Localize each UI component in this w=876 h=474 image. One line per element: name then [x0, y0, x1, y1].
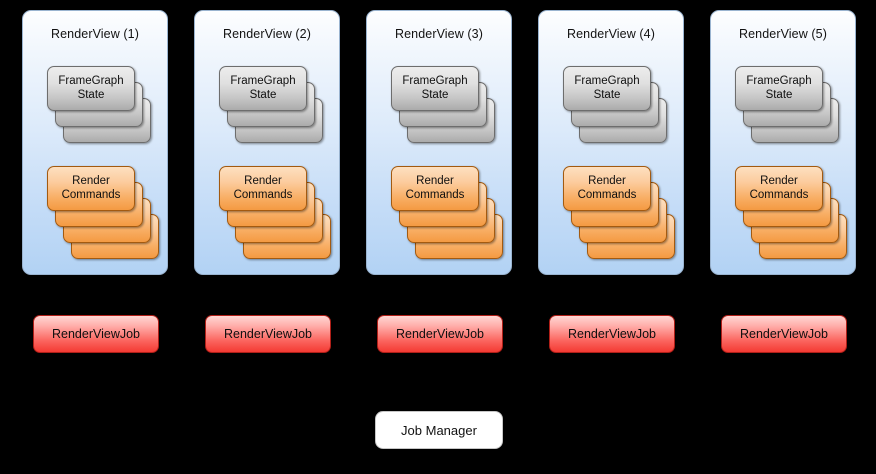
render-commands-card-label-line2: Commands: [405, 188, 465, 201]
render-commands-card-label-line2: Commands: [749, 188, 809, 201]
renderviewjob-button-2[interactable]: RenderViewJob: [205, 315, 331, 353]
renderviewjob-button-4[interactable]: RenderViewJob: [549, 315, 675, 353]
renderviewjob-label-1: RenderViewJob: [51, 327, 141, 341]
framegraph-state-card-label-line2: State: [421, 88, 449, 101]
framegraph-state-card-label-line1: FrameGraph: [230, 75, 296, 87]
framegraph-state-card-label-line2: State: [77, 88, 105, 101]
framegraph-state-card-label-line2: State: [249, 88, 277, 101]
render-commands-card-label-line1: Render: [588, 175, 626, 187]
render-commands-card-label-line1: Render: [72, 175, 110, 187]
renderview-title-3: RenderView (3): [394, 27, 483, 41]
render-commands-card-label-line2: Commands: [61, 188, 121, 201]
renderview-title-4: RenderView (4): [566, 27, 655, 41]
render-commands-card-label-line1: Render: [416, 175, 454, 187]
render-commands-card-label-line1: Render: [760, 175, 798, 187]
renderviewjob-button-1[interactable]: RenderViewJob: [33, 315, 159, 353]
framegraph-state-card-label-line1: FrameGraph: [574, 75, 640, 87]
renderviewjob-label-3: RenderViewJob: [395, 327, 485, 341]
renderviewjob-button-5[interactable]: RenderViewJob: [721, 315, 847, 353]
framegraph-state-card-label-line2: State: [593, 88, 621, 101]
job-manager-label: Job Manager: [401, 422, 477, 438]
framegraph-state-card-label-line1: FrameGraph: [746, 75, 812, 87]
framegraph-state-card-label-line2: State: [765, 88, 793, 101]
renderviewjob-label-4: RenderViewJob: [567, 327, 657, 341]
render-commands-card-label-line1: Render: [244, 175, 282, 187]
renderview-title-1: RenderView (1): [50, 27, 139, 41]
renderview-title-2: RenderView (2): [222, 27, 311, 41]
render-commands-card-label-line2: Commands: [577, 188, 637, 201]
framegraph-state-card-label-line1: FrameGraph: [58, 75, 124, 87]
render-commands-card-label-line2: Commands: [233, 188, 293, 201]
renderviewjob-label-5: RenderViewJob: [739, 327, 829, 341]
renderviewjob-button-3[interactable]: RenderViewJob: [377, 315, 503, 353]
framegraph-state-card-label-line1: FrameGraph: [402, 75, 468, 87]
job-manager-box[interactable]: Job Manager: [375, 411, 503, 449]
renderviewjob-label-2: RenderViewJob: [223, 327, 313, 341]
renderview-title-5: RenderView (5): [738, 27, 827, 41]
